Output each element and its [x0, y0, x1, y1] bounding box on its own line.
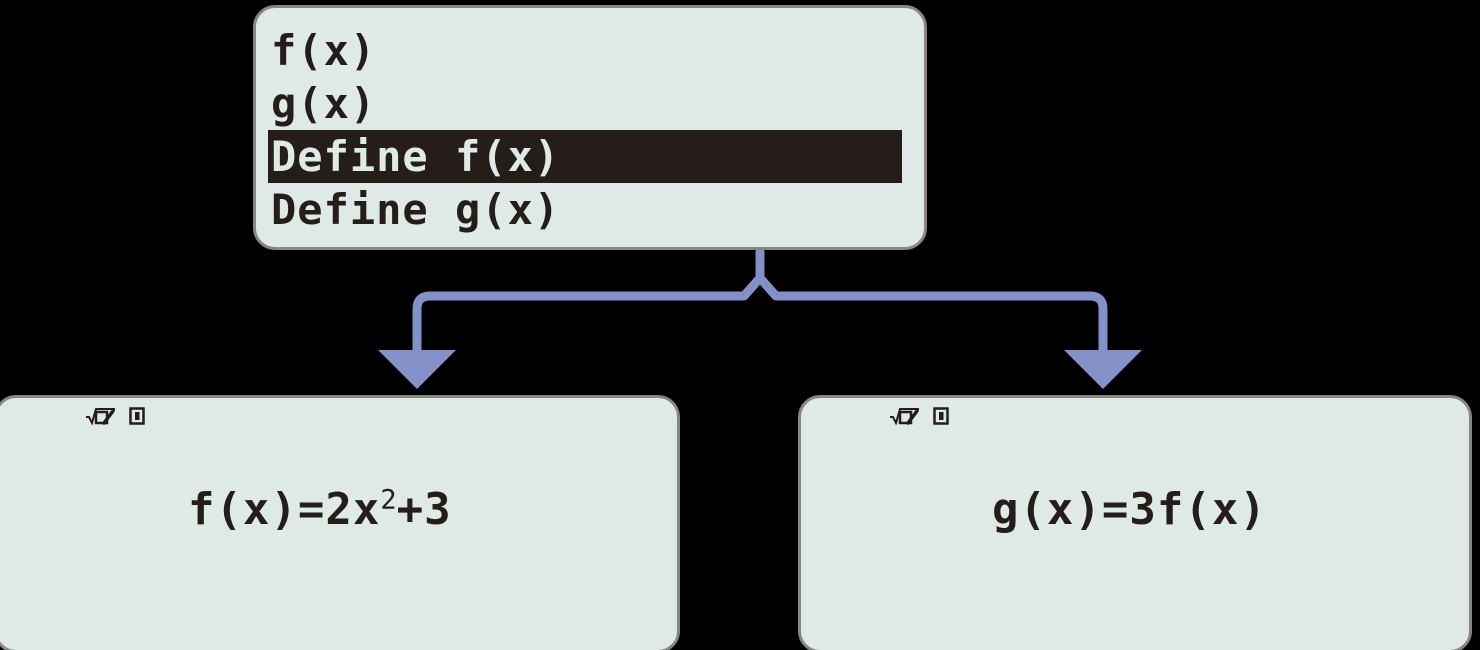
- formula-f: f(x)=2x2+3: [23, 433, 452, 586]
- menu-item-fx[interactable]: f(x): [271, 26, 377, 75]
- menu-item-define-fx[interactable]: Define f(x): [268, 130, 902, 183]
- natural-display-icon: [86, 408, 115, 425]
- natural-display-icon: [890, 408, 919, 425]
- menu-item-gx[interactable]: g(x): [271, 79, 377, 128]
- status-bar-left: [85, 404, 145, 428]
- result-panel-g: g(x)=3f(x): [798, 395, 1472, 650]
- formula-f-prefix: f(x)=2x: [187, 484, 381, 535]
- degree-mode-icon: [933, 407, 949, 425]
- formula-f-suffix: +3: [396, 484, 452, 535]
- menu-list: f(x) g(x) Define f(x) Define g(x): [268, 24, 912, 236]
- connector-right-branch: [756, 275, 1108, 352]
- function-menu-panel: f(x) g(x) Define f(x) Define g(x): [253, 5, 927, 250]
- arrowhead-right-icon: [1064, 350, 1142, 389]
- status-bar-right: [889, 404, 949, 428]
- result-panel-f: f(x)=2x2+3: [0, 395, 680, 650]
- arrowhead-left-icon: [378, 350, 456, 389]
- formula-g: g(x)=3f(x): [827, 433, 1267, 586]
- formula-f-superscript: 2: [380, 484, 397, 516]
- menu-item-define-gx[interactable]: Define g(x): [271, 185, 561, 234]
- degree-mode-icon: [129, 407, 145, 425]
- formula-g-prefix: g(x)=3f(x): [991, 484, 1267, 535]
